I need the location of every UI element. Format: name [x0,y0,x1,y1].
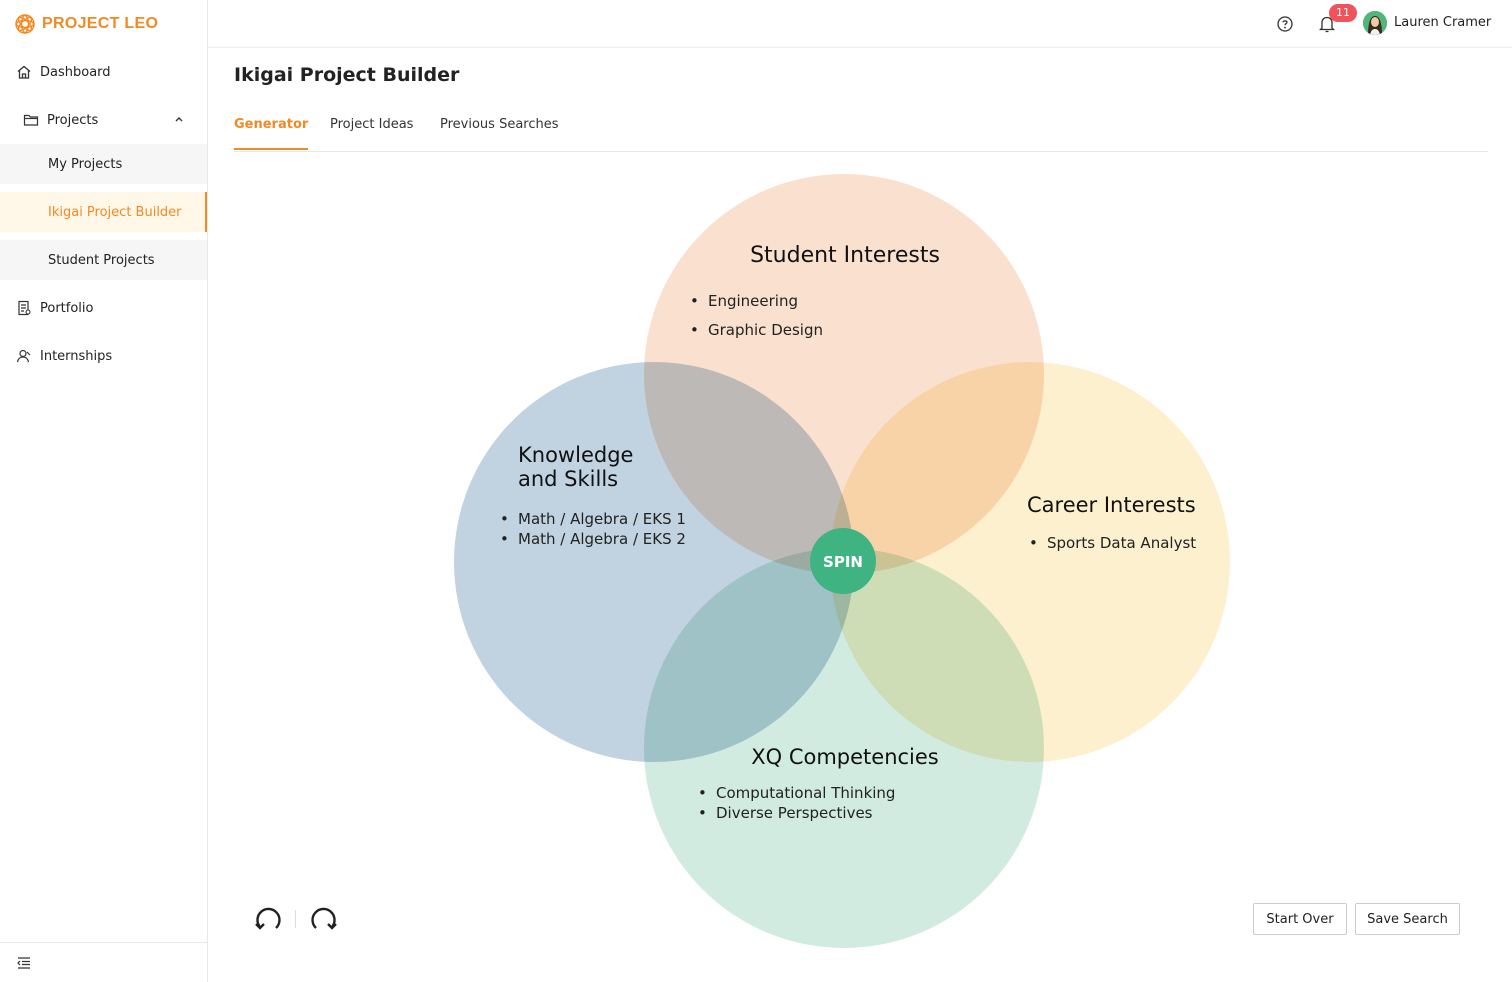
sidebar-item-label: Student Projects [48,252,155,268]
knowledge-skill-item: Math / Algebra / EKS 1 [518,510,686,528]
sidebar-item-ikigai-project-builder[interactable]: Ikigai Project Builder [0,192,207,232]
home-icon [15,63,33,81]
sidebar-item-label: Internships [40,348,113,364]
circle-student-interests[interactable] [644,174,1044,574]
student-interest-item: Graphic Design [708,321,823,339]
sidebar-item-my-projects[interactable]: My Projects [0,144,207,184]
tab-project-ideas[interactable]: Project Ideas [330,117,414,132]
sidebar-collapse-bar[interactable] [0,942,207,982]
controls-divider [295,910,296,928]
bullet-dot: • [500,510,509,528]
notification-badge: 11 [1329,4,1357,22]
help-icon[interactable] [1276,15,1294,33]
bullet-dot: • [690,321,699,339]
circle-xq-competencies[interactable] [644,548,1044,948]
save-search-button[interactable]: Save Search [1355,903,1460,935]
knowledge-skills-title-line1: Knowledge [518,443,633,467]
sidebar-item-projects[interactable]: Projects [0,100,207,140]
undo-button[interactable] [250,903,286,937]
bullet-dot: • [698,804,707,822]
avatar[interactable] [1363,11,1387,35]
sidebar-item-label: Projects [47,112,99,128]
student-interests-title: Student Interests [750,243,940,268]
bullet-dot: • [690,292,699,310]
xq-competency-item: Computational Thinking [716,784,895,802]
sidebar-item-portfolio[interactable]: Portfolio [0,288,207,328]
bullet-dot: • [698,784,707,802]
folder-icon [22,111,40,129]
tab-previous-searches[interactable]: Previous Searches [440,117,559,132]
student-interest-item: Engineering [708,292,798,310]
tab-bar: Generator Project Ideas Previous Searche… [234,104,1488,152]
knowledge-skill-item: Math / Algebra / EKS 2 [518,530,686,548]
start-over-button[interactable]: Start Over [1253,903,1347,935]
sidebar-item-dashboard[interactable]: Dashboard [0,52,207,92]
undo-icon [255,907,281,930]
user-name[interactable]: Lauren Cramer [1394,15,1492,30]
sidebar-item-label: Ikigai Project Builder [48,204,182,220]
sidebar: PROJECT LEO Dashboard Projects My Projec… [0,0,208,982]
spin-button[interactable]: SPIN [810,528,876,594]
brand-logo[interactable]: PROJECT LEO [14,12,158,36]
sidebar-item-label: My Projects [48,156,123,172]
xq-competencies-title: XQ Competencies [751,745,939,769]
knowledge-skills-title-line2: and Skills [518,467,618,491]
brand-name: PROJECT LEO [42,15,159,32]
redo-button[interactable] [306,903,342,937]
spin-label: SPIN [823,553,863,571]
sidebar-item-student-projects[interactable]: Student Projects [0,240,207,280]
career-interest-item: Sports Data Analyst [1047,534,1196,552]
career-interests-title: Career Interests [1027,493,1196,517]
chevron-up-icon[interactable] [173,113,185,125]
ikigai-venn-diagram: Student Interests • Engineering • Graphi… [454,174,1230,948]
top-bar: 11 Lauren Cramer [208,0,1512,48]
collapse-menu-icon[interactable] [16,955,32,971]
redo-icon [311,907,337,930]
sidebar-item-label: Dashboard [40,64,111,80]
portfolio-icon [15,299,33,317]
logo-icon [15,14,35,34]
bell-icon[interactable] [1318,14,1336,34]
sidebar-item-internships[interactable]: Internships [0,336,207,376]
page-title: Ikigai Project Builder [234,64,460,86]
bullet-dot: • [500,530,509,548]
tab-generator[interactable]: Generator [234,117,309,150]
xq-competency-item: Diverse Perspectives [716,804,873,822]
sidebar-item-label: Portfolio [40,300,94,316]
bullet-dot: • [1029,534,1038,552]
internships-icon [15,347,33,365]
